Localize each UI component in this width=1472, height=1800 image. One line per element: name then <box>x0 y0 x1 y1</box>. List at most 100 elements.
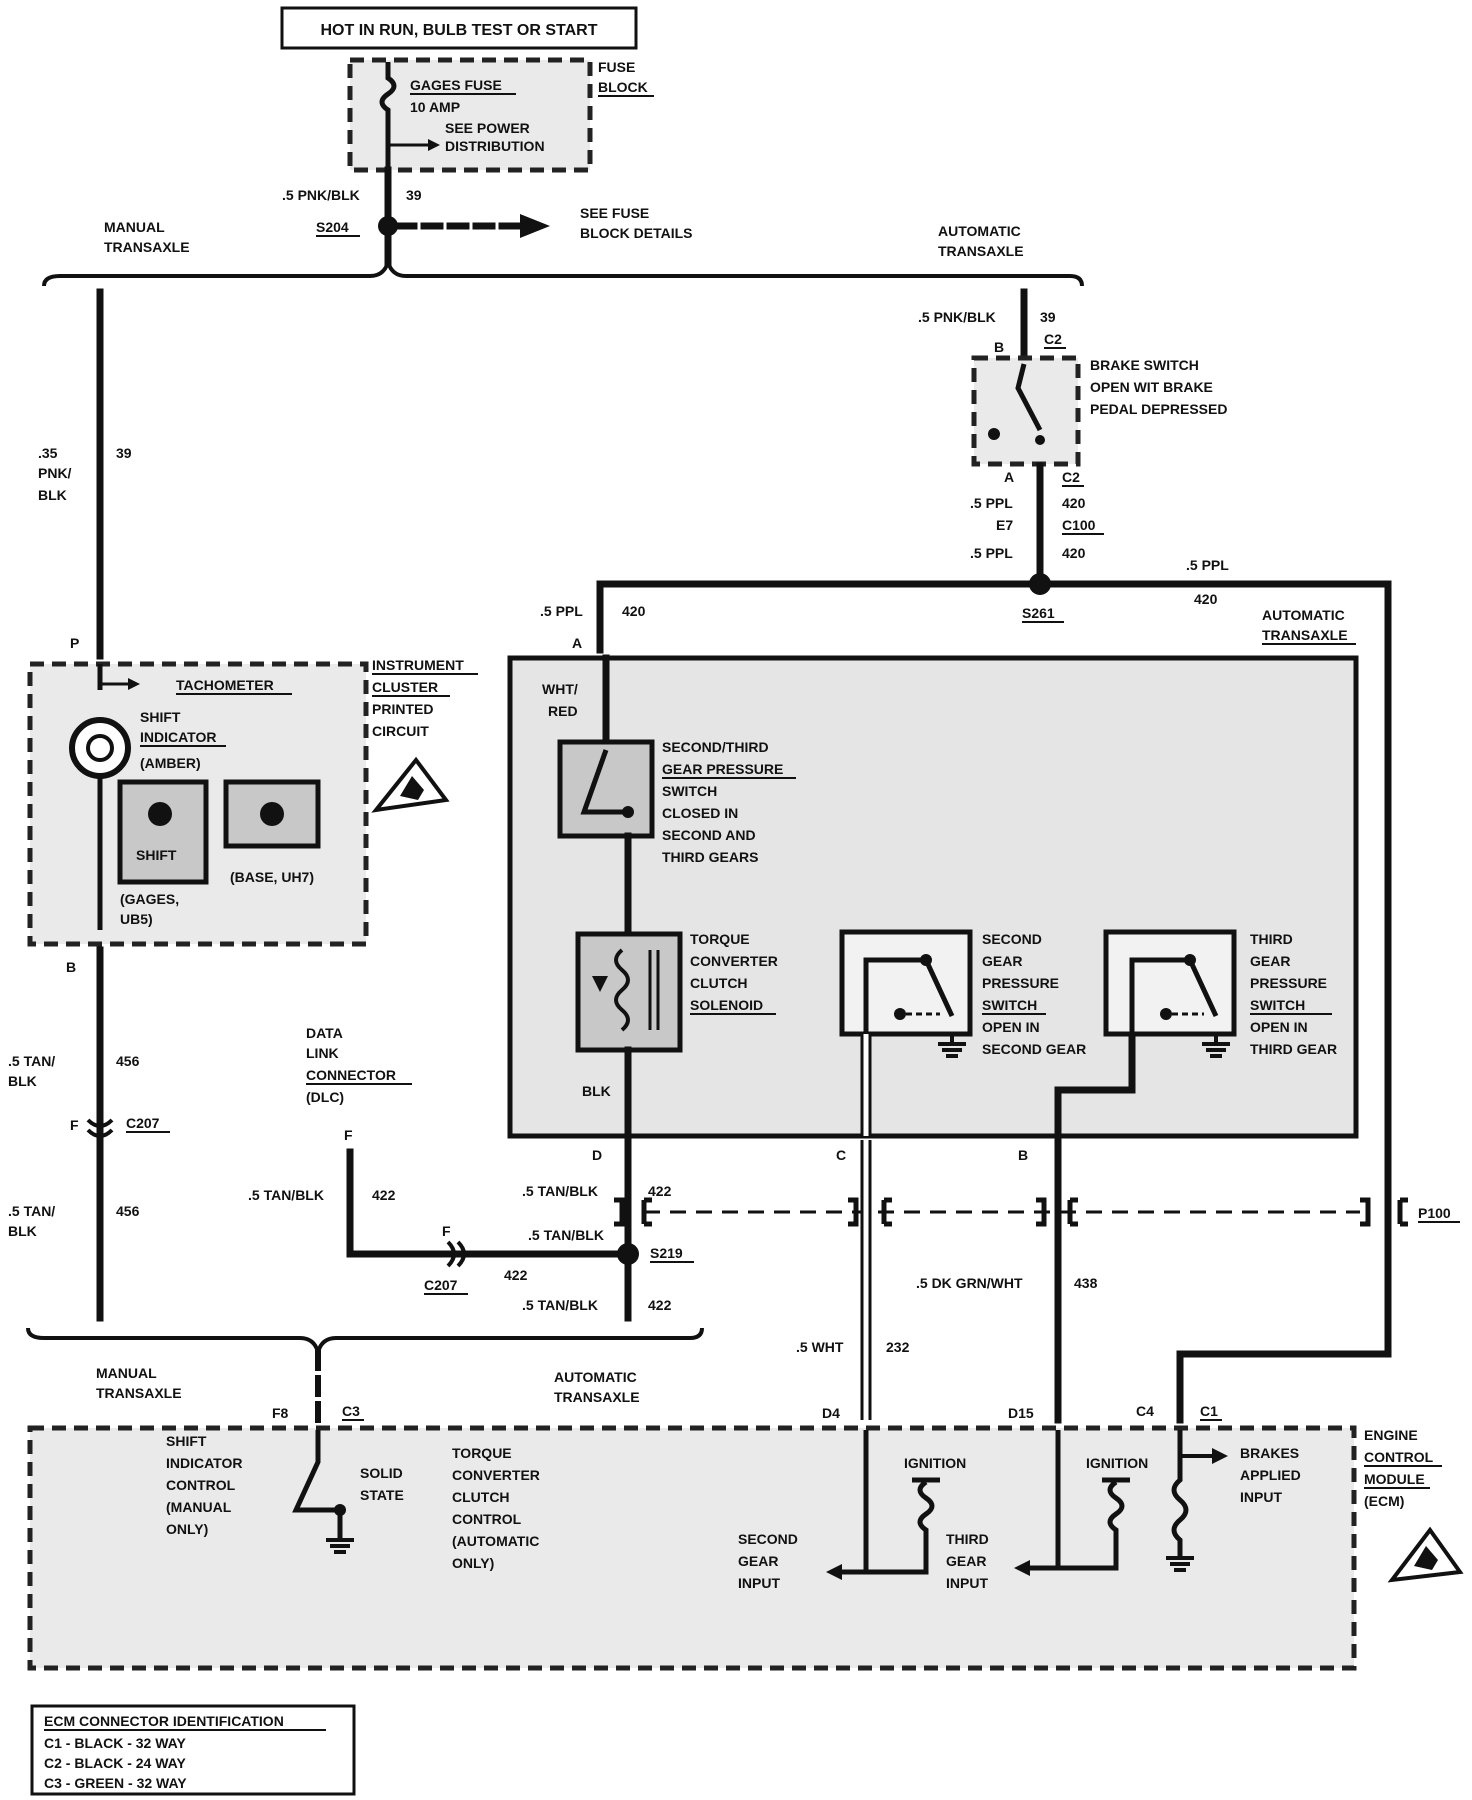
header-text: HOT IN RUN, BULB TEST OR START <box>320 22 597 39</box>
c100-label: C100 <box>1062 517 1096 533</box>
sw3-label4: SWITCH <box>1250 997 1305 1013</box>
trans-pin-d: D <box>592 1147 602 1163</box>
sw3-label1: THIRD <box>1250 931 1293 947</box>
dlc-h-gauge: .5 TAN/BLK <box>528 1227 604 1243</box>
second-input-arrowhead-icon <box>826 1564 842 1580</box>
brakes-input-1: BRAKES <box>1240 1445 1299 1461</box>
tcc-coil-icon <box>614 948 630 1032</box>
splice-s261-label: S261 <box>1022 605 1055 621</box>
shift-ctrl-2: INDICATOR <box>166 1455 242 1471</box>
sw23-box <box>557 739 655 839</box>
brake-in-circuit: 39 <box>1040 309 1056 325</box>
sw3-label6: THIRD GEAR <box>1250 1041 1337 1057</box>
shift-indicator-label1: SHIFT <box>140 709 181 725</box>
top-brace <box>42 254 1084 287</box>
second-input-3: INPUT <box>738 1575 780 1591</box>
wire-d-circuit: 422 <box>648 1183 672 1199</box>
brake-switch-blade <box>1015 363 1043 432</box>
trans-pin-b: B <box>1018 1147 1028 1163</box>
sw2-wire <box>863 957 955 1034</box>
solid-state-2: STATE <box>360 1487 404 1503</box>
wire-c-circuit: 232 <box>886 1339 910 1355</box>
sw23-label4: CLOSED IN <box>662 805 738 821</box>
wire-456-color1: BLK <box>8 1073 37 1089</box>
dlc-h-circuit: 422 <box>504 1267 528 1283</box>
brake-out-gauge: .5 PPL <box>970 495 1013 511</box>
shift-ctrl-1: SHIFT <box>166 1433 207 1449</box>
blk-label: BLK <box>582 1083 611 1099</box>
trans-in-circuit: 420 <box>622 603 646 619</box>
ecm-ign2-path <box>1058 1479 1125 1571</box>
dlc-label4: (DLC) <box>306 1089 344 1105</box>
wire-456-circuit1: 456 <box>116 1053 140 1069</box>
solid-state-1: SOLID <box>360 1465 403 1481</box>
brake-pin-b: B <box>994 339 1004 355</box>
brake-out2-gauge: .5 PPL <box>970 545 1013 561</box>
see-power-line1: SEE POWER <box>445 120 530 136</box>
lamp-shift-sub2: UB5) <box>120 911 153 927</box>
sw2-label6: SECOND GEAR <box>982 1041 1086 1057</box>
ecm-title3: MODULE <box>1364 1471 1425 1487</box>
manual-transaxle-top2: TRANSAXLE <box>104 239 190 255</box>
sw23-contact <box>622 806 634 818</box>
wire-456-gauge2: .5 TAN/ <box>8 1203 55 1219</box>
ecm-pin-c4: C4 <box>1136 1403 1154 1419</box>
fuse-block-label2: BLOCK <box>598 79 648 95</box>
see-power-arrowhead-icon <box>428 139 440 151</box>
left-wire-color1: PNK/ <box>38 465 72 481</box>
manual-transaxle-bottom2: TRANSAXLE <box>96 1385 182 1401</box>
wire-456-gauge1: .5 TAN/ <box>8 1053 55 1069</box>
dlc-c207-pin: F <box>442 1223 451 1239</box>
brake-pin-a: A <box>1004 469 1014 485</box>
c207-dlc-connector-icon <box>446 1240 466 1268</box>
c207-left-connector-icon <box>86 1118 114 1138</box>
sw2-ground-icon <box>938 1034 966 1058</box>
splice-s204 <box>378 216 398 236</box>
auto-transaxle-bottom2: TRANSAXLE <box>554 1389 640 1405</box>
sw3-label5: OPEN IN <box>1250 1019 1308 1035</box>
wire-b-gauge: .5 DK GRN/WHT <box>916 1275 1023 1291</box>
dlc-label2: LINK <box>306 1045 339 1061</box>
lamp-base-label: (BASE, UH7) <box>230 869 314 885</box>
sw23-label6: THIRD GEARS <box>662 849 758 865</box>
cluster-title2: CLUSTER <box>372 679 438 695</box>
brake-conn-c2-bottom: C2 <box>1062 469 1080 485</box>
ignition2-label: IGNITION <box>1086 1455 1148 1471</box>
sw3-label3: PRESSURE <box>1250 975 1327 991</box>
tcc-ctrl-5: (AUTOMATIC <box>452 1533 539 1549</box>
tcc-label3: CLUTCH <box>690 975 748 991</box>
tcc-diode-icon <box>592 976 608 992</box>
third-input-3: INPUT <box>946 1575 988 1591</box>
shift-ctrl-5: ONLY) <box>166 1521 208 1537</box>
brake-switch-pivot <box>1035 435 1045 445</box>
sw2-label1: SECOND <box>982 931 1042 947</box>
ecm-pin-f8: F8 <box>272 1405 289 1421</box>
ecm-c4-path <box>1171 1430 1189 1556</box>
wire-39-top-gauge: .5 PNK/BLK <box>282 187 360 203</box>
left-wire-circuit: 39 <box>116 445 132 461</box>
solid-state-switch <box>292 1430 343 1540</box>
fuse-rating: 10 AMP <box>410 99 460 115</box>
solid-state-ground-icon <box>326 1538 354 1554</box>
connector-id-title: ECM CONNECTOR IDENTIFICATION <box>44 1713 284 1729</box>
third-input-arrowhead-icon <box>1014 1560 1030 1576</box>
sw3-label2: GEAR <box>1250 953 1290 969</box>
second-input-2: GEAR <box>738 1553 778 1569</box>
brake-switch-box <box>971 355 1081 467</box>
automatic-transaxle-box <box>507 655 1359 1139</box>
sw2-pivot <box>920 954 932 966</box>
tcc-ctrl-1: TORQUE <box>452 1445 512 1461</box>
see-fuse-line2: BLOCK DETAILS <box>580 225 693 241</box>
sw2-label5: OPEN IN <box>982 1019 1040 1035</box>
splice-s219 <box>617 1243 639 1265</box>
sw2-contact <box>894 1008 906 1020</box>
solid-state-contact <box>334 1504 346 1516</box>
header-box <box>280 6 638 50</box>
trans-title2: TRANSAXLE <box>1262 627 1348 643</box>
tcc-solenoid-box <box>575 931 683 1053</box>
tachometer-label: TACHOMETER <box>176 677 274 693</box>
shift-indicator-bulb-icon <box>69 717 131 779</box>
wire-456-color2: BLK <box>8 1223 37 1239</box>
fuse-symbol <box>379 62 397 180</box>
ecm-esd-warning-hand <box>1414 1546 1438 1570</box>
